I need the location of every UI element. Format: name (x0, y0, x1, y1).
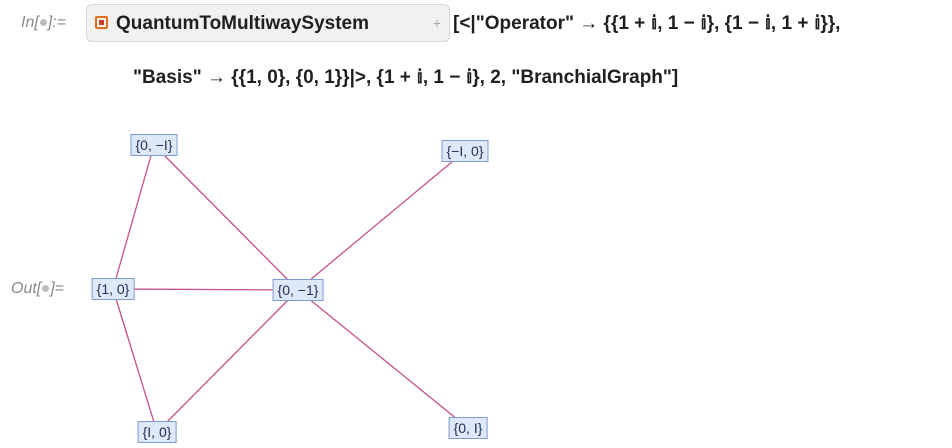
cell-number-placeholder-icon (39, 19, 47, 27)
resource-function-icon (95, 16, 108, 29)
graph-vertex[interactable]: {0, −I} (130, 134, 178, 156)
graph-edge (297, 289, 469, 429)
graph-edge (112, 288, 158, 433)
output-label-prefix: Out[ (11, 280, 42, 297)
cell-number-placeholder-icon (42, 285, 50, 293)
graph-edge (112, 144, 155, 290)
graph-edge (156, 289, 299, 433)
graph-vertex[interactable]: {0, I} (448, 417, 488, 439)
input-label: In[ ]:= (21, 14, 66, 32)
graph-edge (297, 150, 466, 291)
graph-vertex[interactable]: {I, 0} (137, 421, 177, 443)
input-code-line-1[interactable]: [<|"Operator" → {{1 + 𝕚, 1 − 𝕚}, {1 − 𝕚,… (453, 13, 841, 34)
graph-edges (112, 144, 469, 433)
expand-plus-icon[interactable]: + (432, 15, 441, 31)
graph-edge (112, 288, 299, 291)
input-label-suffix: ]:= (47, 14, 67, 31)
graph-vertex[interactable]: {0, −1} (272, 279, 324, 301)
resource-function-box[interactable]: QuantumToMultiwaySystem + (86, 4, 450, 42)
output-label-suffix: ]= (50, 280, 65, 297)
resource-function-name: QuantumToMultiwaySystem (116, 13, 370, 34)
graph-edge (153, 144, 299, 291)
input-label-prefix: In[ (21, 14, 39, 31)
input-code-line-2[interactable]: "Basis" → {{1, 0}, {0, 1}}|>, {1 + 𝕚, 1 … (133, 67, 679, 88)
graph-vertex[interactable]: {1, 0} (91, 278, 135, 300)
graph-vertex[interactable]: {−I, 0} (441, 140, 489, 162)
output-label: Out[ ]= (11, 280, 64, 298)
